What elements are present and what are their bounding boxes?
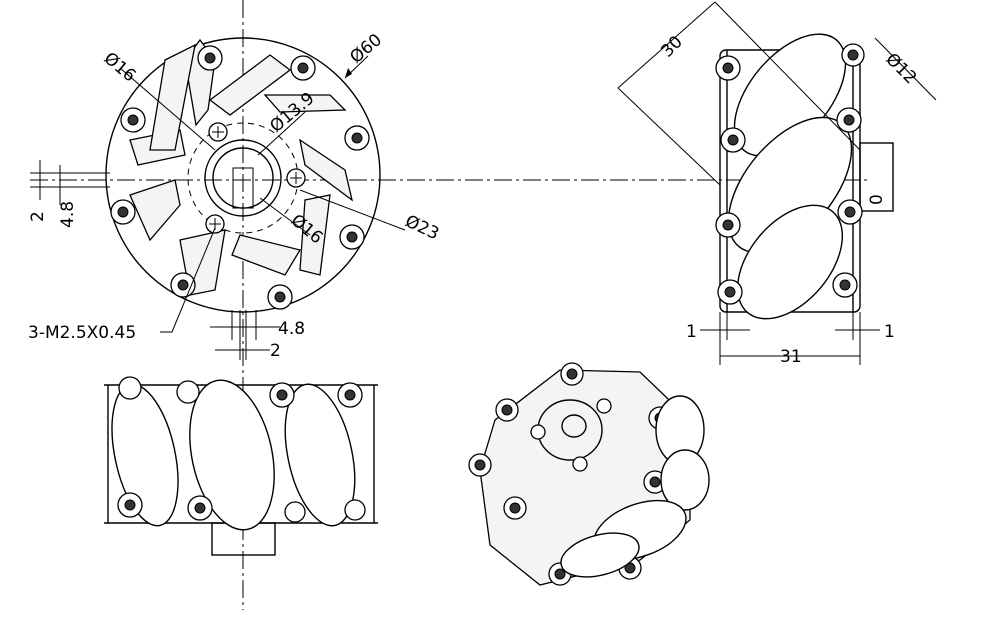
bottom-view [104, 376, 378, 556]
dim-side-right-plate: 1 [884, 322, 895, 342]
rim-nuts [110, 45, 370, 310]
dim-front-hole: Ø16 [100, 49, 140, 87]
iso-roller-2 [660, 449, 710, 511]
dim-front-horiz-large: 4.8 [278, 319, 305, 339]
dim-side-left-plate: 1 [686, 322, 697, 342]
iso-view [468, 362, 710, 586]
dim-side-hub-width: 0 [867, 194, 887, 205]
screw-holes [205, 122, 306, 234]
side-rollers [727, 33, 853, 320]
dim-front-horiz-small: 2 [270, 341, 281, 361]
dim-front-vert-large: 4.8 [58, 201, 78, 228]
side-view: 30 Ø12 0 1 1 31 [617, 1, 937, 367]
hub-plate-arms [129, 38, 354, 296]
bottom-rollers [111, 379, 356, 531]
dim-side-roller-len: 30 [657, 32, 686, 61]
front-leaders [30, 55, 406, 360]
iso-roller-4 [560, 532, 640, 578]
dim-front-thread: 3-M2.5X0.45 [28, 323, 136, 343]
dim-side-roller-dia: Ø12 [881, 49, 920, 88]
dim-front-outer: Ø60 [346, 30, 386, 68]
bottom-nuts [117, 376, 366, 523]
dim-side-width: 31 [780, 347, 802, 367]
dim-front-vert-small: 2 [28, 211, 48, 222]
hub-outer [204, 139, 282, 217]
side-leaders [617, 1, 937, 365]
dim-front-pcd: Ø23 [402, 211, 442, 244]
hub-key [232, 167, 254, 209]
side-hub [859, 142, 894, 212]
outer-rim [105, 37, 381, 313]
front-view: Ø60 Ø16 Ø13.9 Ø16 Ø23 3-M2.5X0.45 2 4.8 … [28, 30, 442, 361]
side-nuts [715, 43, 865, 305]
